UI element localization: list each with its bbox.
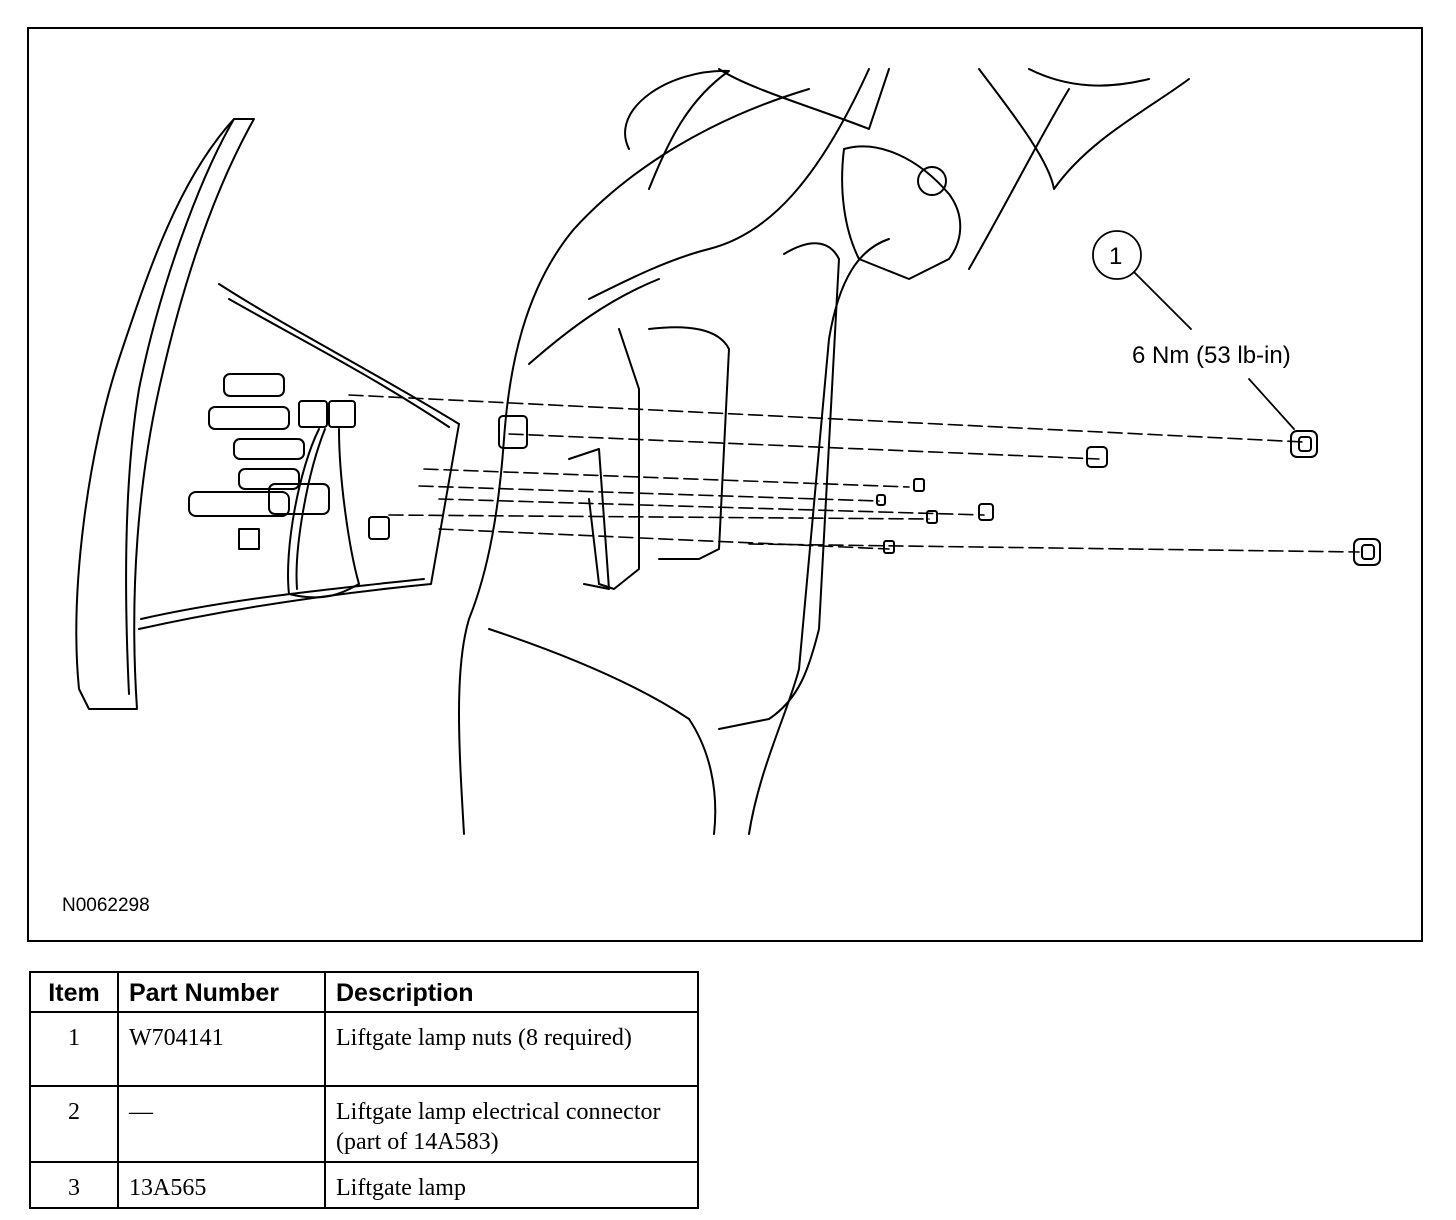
liftgate-lamp-diagram: 1 <box>75 68 1381 835</box>
description-cell: Liftgate lamp electrical connector (part… <box>324 1085 699 1163</box>
callout-1 <box>1092 230 1295 430</box>
liftgate-body-panel <box>458 68 1190 835</box>
table-row: 2 — Liftgate lamp electrical connector (… <box>29 1085 699 1163</box>
exploded-diagram-frame: 1 6 Nm (53 lb-in) N0062298 <box>27 27 1423 942</box>
item-cell: 2 <box>29 1085 119 1163</box>
part-number-cell: 13A565 <box>117 1161 326 1209</box>
header-item: Item <box>29 971 119 1013</box>
part-number-cell: W704141 <box>117 1011 326 1087</box>
callout-number: 1 <box>1109 243 1122 270</box>
item-cell: 3 <box>29 1161 119 1209</box>
table-row: 3 13A565 Liftgate lamp <box>29 1161 699 1209</box>
figure-id-label: N0062298 <box>62 895 150 916</box>
alignment-lines <box>348 394 1360 553</box>
torque-spec-label: 6 Nm (53 lb-in) <box>1132 342 1291 369</box>
header-description: Description <box>324 971 699 1013</box>
table-header-row: Item Part Number Description <box>29 971 699 1013</box>
header-part-number: Part Number <box>117 971 326 1013</box>
parts-table: Item Part Number Description 1 W704141 L… <box>29 971 699 1209</box>
description-cell: Liftgate lamp nuts (8 required) <box>324 1011 699 1087</box>
nut-set <box>876 430 1381 566</box>
description-cell: Liftgate lamp <box>324 1161 699 1209</box>
table-row: 1 W704141 Liftgate lamp nuts (8 required… <box>29 1011 699 1087</box>
liftgate-lamp <box>75 118 528 710</box>
item-cell: 1 <box>29 1011 119 1087</box>
part-number-cell: — <box>117 1085 326 1163</box>
